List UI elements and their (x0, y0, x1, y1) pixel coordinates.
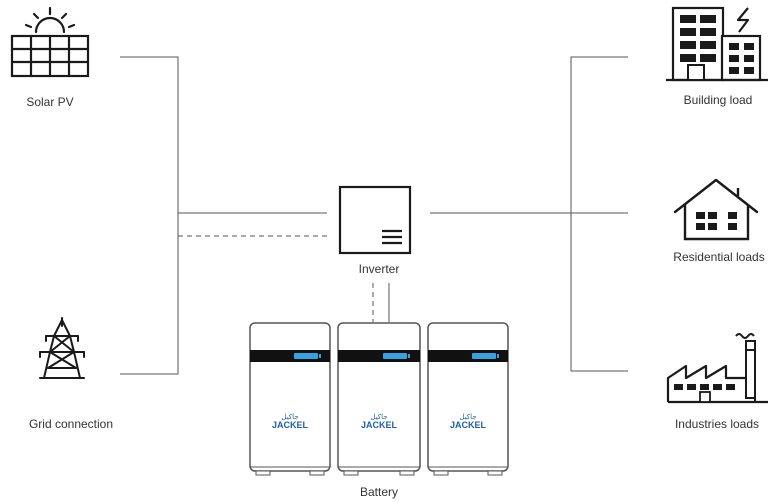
battery-label: Battery (359, 485, 399, 499)
building-load-label: Building load (683, 93, 753, 107)
building-icon (666, 6, 768, 82)
battery-logo-arabic: جاكيل (459, 413, 476, 421)
residential-loads-label: Residential loads (673, 250, 765, 264)
inverter-label: Inverter (358, 262, 400, 276)
battery-cabinet-3: جاكيل JACKEL (427, 322, 509, 476)
house-icon (673, 178, 759, 241)
inverter-icon (338, 185, 412, 255)
battery-logo: JACKEL (450, 420, 487, 430)
battery-logo: JACKEL (272, 420, 309, 430)
solar-line (120, 56, 179, 375)
transmission-tower-icon (39, 317, 85, 379)
solar-pv-label: Solar PV (26, 95, 74, 109)
battery-logo: JACKEL (361, 420, 398, 430)
factory-icon (666, 333, 768, 404)
battery-cabinet-1: جاكيل JACKEL (249, 322, 331, 476)
grid-connection-label: Grid connection (28, 417, 114, 431)
battery-logo-arabic: جاكيل (281, 413, 298, 421)
industries-loads-label: Industries loads (674, 417, 760, 431)
solar-panel-icon (10, 6, 90, 78)
loads-bus-line (570, 56, 628, 372)
connection-lines (120, 56, 628, 375)
battery-cabinet-2: جاكيل JACKEL (337, 322, 421, 476)
battery-logo-arabic: جاكيل (370, 413, 387, 421)
